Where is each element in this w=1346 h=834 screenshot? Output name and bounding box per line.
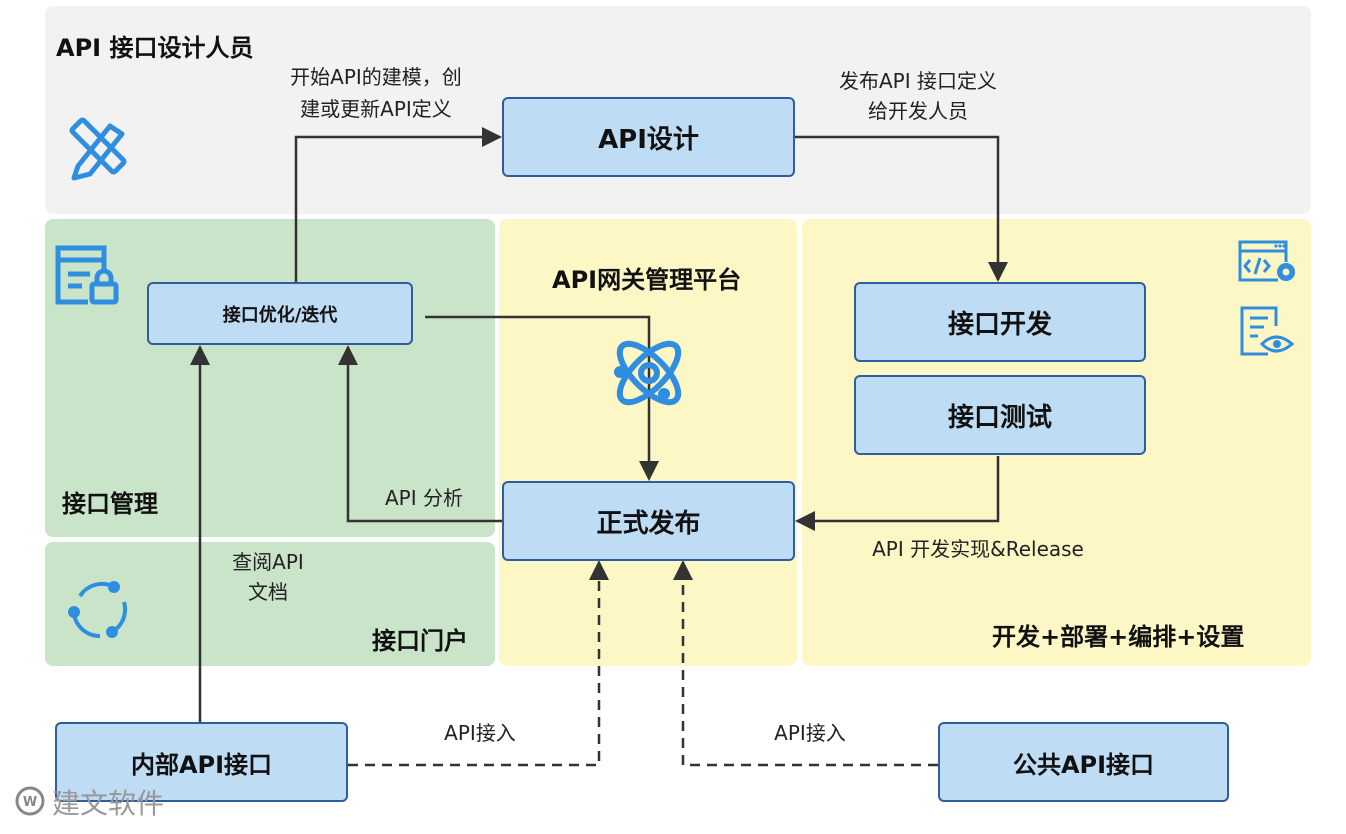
gateway-title: API网关管理平台 [552, 266, 742, 294]
cycle-icon [68, 581, 128, 639]
label-start-modeling-2: 建或更新API定义 [300, 97, 452, 121]
arrow-test-to-release [795, 456, 1000, 531]
api-design-box[interactable]: API设计 [502, 97, 795, 177]
label-access-left: API接入 [444, 721, 516, 745]
management-title: 接口管理 [62, 490, 158, 518]
dashed-arrow-public-to-release [673, 560, 938, 767]
test-box[interactable]: 接口测试 [854, 375, 1146, 455]
label-view-docs-1: 查阅API [232, 550, 304, 574]
internal-api-box[interactable]: 内部API接口 [55, 722, 348, 802]
label-access-right: API接入 [774, 721, 846, 745]
release-box[interactable]: 正式发布 [502, 481, 795, 561]
atom-icon [614, 340, 682, 406]
arrow-optimize-to-design [294, 127, 502, 282]
arrow-optimize-to-release [425, 315, 659, 481]
management-panel [45, 219, 495, 537]
label-api-analysis: API 分析 [385, 486, 463, 510]
watermark-text: 建文软件 [52, 787, 165, 820]
svg-text:W: W [23, 795, 37, 810]
code-gear-icon [1238, 240, 1295, 282]
arrow-design-to-dev [795, 135, 1008, 282]
devops-title: 开发+部署+编排+设置 [992, 623, 1245, 651]
public-api-box[interactable]: 公共API接口 [938, 722, 1229, 802]
portal-title: 接口门户 [372, 627, 468, 655]
arrow-release-to-optimize [338, 345, 503, 523]
designer-title: API 接口设计人员 [56, 34, 254, 62]
label-publish-def-2: 给开发人员 [868, 99, 968, 123]
watermark-logo-icon: W [15, 786, 45, 816]
label-view-docs-2: 文档 [248, 580, 288, 604]
label-start-modeling-1: 开始API的建模，创 [290, 65, 462, 89]
document-eye-icon [1240, 306, 1295, 356]
dev-box[interactable]: 接口开发 [854, 282, 1146, 362]
form-lock-icon [55, 245, 119, 305]
label-dev-release: API 开发实现&Release [872, 537, 1084, 561]
ruler-pencil-icon [69, 117, 127, 181]
optimize-iterate-box[interactable]: 接口优化/迭代 [147, 282, 413, 345]
portal-panel [45, 542, 495, 666]
label-publish-def-1: 发布API 接口定义 [839, 69, 997, 93]
